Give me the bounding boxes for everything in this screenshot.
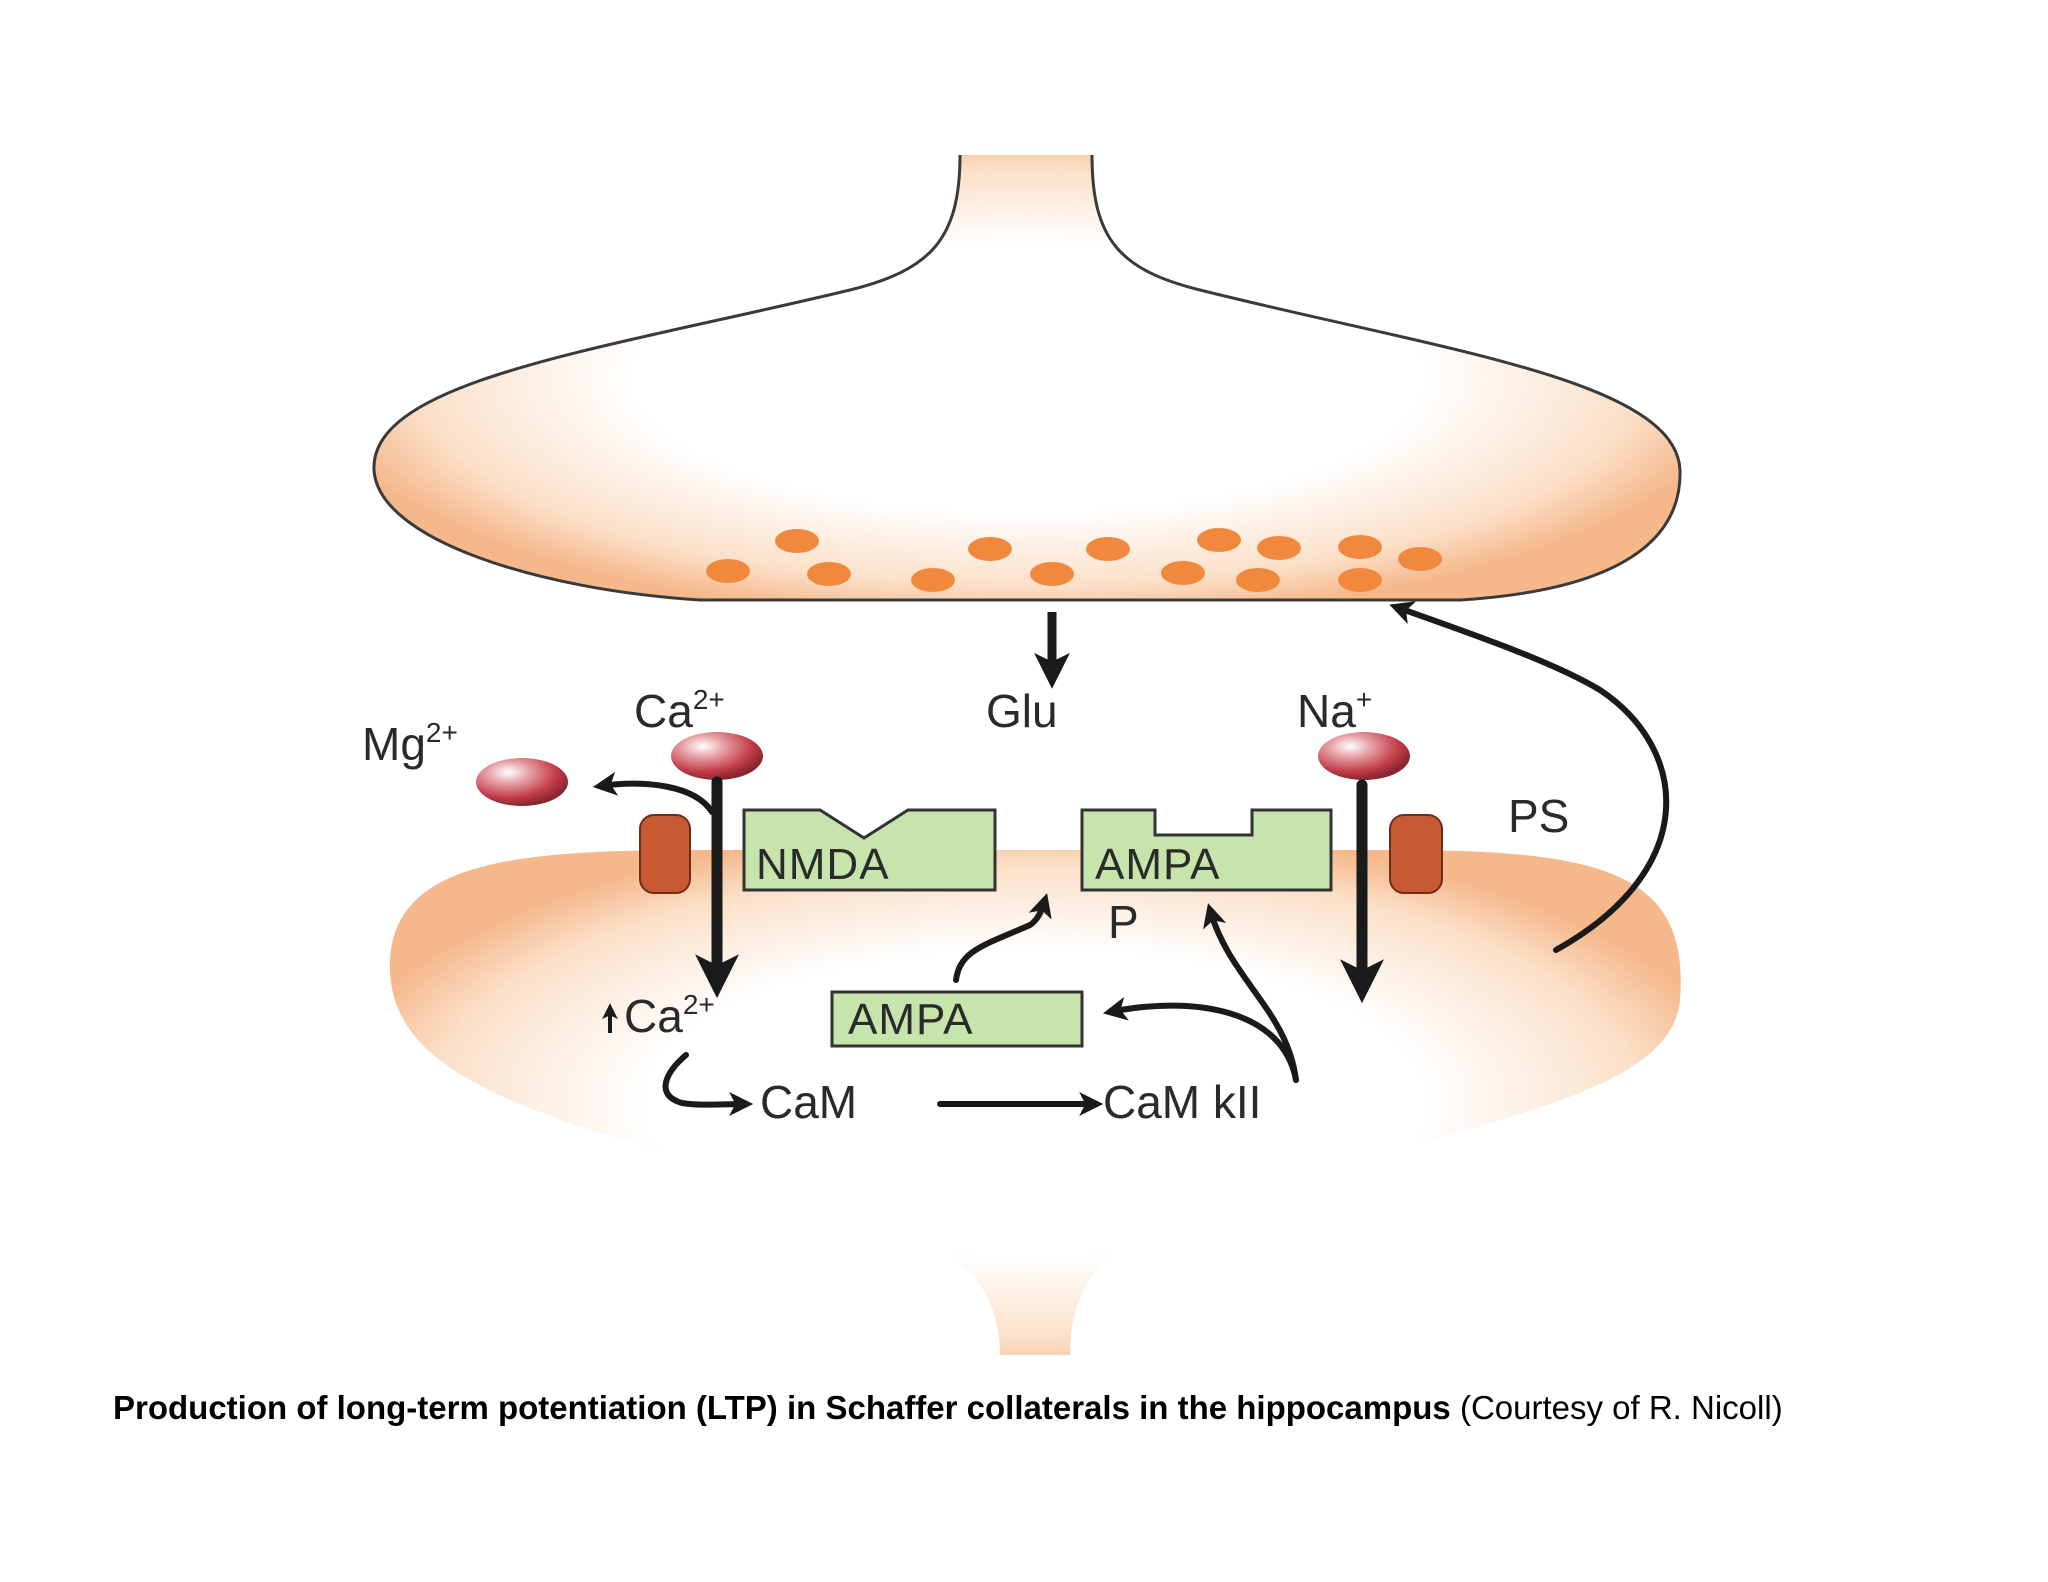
ca-increase: Ca2+ bbox=[602, 989, 715, 1042]
vesicle bbox=[911, 568, 955, 592]
ca-inside-label: Ca2+ bbox=[624, 989, 715, 1042]
vesicle bbox=[1338, 535, 1382, 559]
mg-label: Mg2+ bbox=[362, 717, 458, 770]
pathway-arrows bbox=[592, 601, 1670, 1117]
left-channel bbox=[639, 814, 691, 894]
na-label: Na+ bbox=[1297, 684, 1372, 737]
vesicle bbox=[1161, 561, 1205, 585]
ampa-internal: AMPA bbox=[830, 990, 1084, 1048]
vesicle bbox=[968, 537, 1012, 561]
nmda-label: NMDA bbox=[756, 840, 890, 889]
vesicle bbox=[1398, 547, 1442, 571]
ampa-internal-label: AMPA bbox=[848, 995, 973, 1044]
vesicle bbox=[1257, 536, 1301, 560]
ps-retrograde-arrow bbox=[1389, 601, 1670, 953]
presynaptic-terminal bbox=[372, 154, 1682, 602]
presynaptic-outline bbox=[373, 155, 1681, 600]
vesicle bbox=[1338, 568, 1382, 592]
figure-caption: Production of long-term potentiation (LT… bbox=[113, 1386, 1953, 1430]
p-label: P bbox=[1108, 896, 1139, 948]
ampa-insertion-arrow bbox=[953, 893, 1052, 983]
caption-title: Production of long-term potentiation (LT… bbox=[113, 1389, 1451, 1426]
vesicle bbox=[1197, 528, 1241, 552]
ca-ion bbox=[671, 732, 763, 780]
vesicle bbox=[706, 559, 750, 583]
caption-credit: (Courtesy of R. Nicoll) bbox=[1450, 1389, 1783, 1426]
synaptic-vesicles bbox=[706, 528, 1442, 592]
mg-ion bbox=[476, 758, 568, 806]
nmda-receptor: NMDA bbox=[742, 808, 997, 892]
na-ion bbox=[1318, 732, 1410, 780]
vesicle bbox=[1086, 537, 1130, 561]
vesicle bbox=[1030, 562, 1074, 586]
camk-label: CaM kII bbox=[1103, 1076, 1261, 1128]
ca-top-label: Ca2+ bbox=[634, 684, 725, 737]
vesicle bbox=[1236, 568, 1280, 592]
vesicle bbox=[775, 529, 819, 553]
ps-label: PS bbox=[1508, 790, 1569, 842]
mg-expel-arrow bbox=[592, 771, 715, 815]
ampa-membrane-receptor: AMPA bbox=[1080, 808, 1333, 892]
camk-to-phosphorylation-arrow bbox=[1203, 903, 1299, 1083]
vesicle bbox=[807, 562, 851, 586]
ca-to-cam-arrow bbox=[662, 1052, 754, 1117]
glu-label: Glu bbox=[986, 685, 1058, 737]
ampa-membrane-label: AMPA bbox=[1095, 840, 1220, 889]
right-channel bbox=[1389, 814, 1443, 894]
cam-label: CaM bbox=[760, 1076, 857, 1128]
